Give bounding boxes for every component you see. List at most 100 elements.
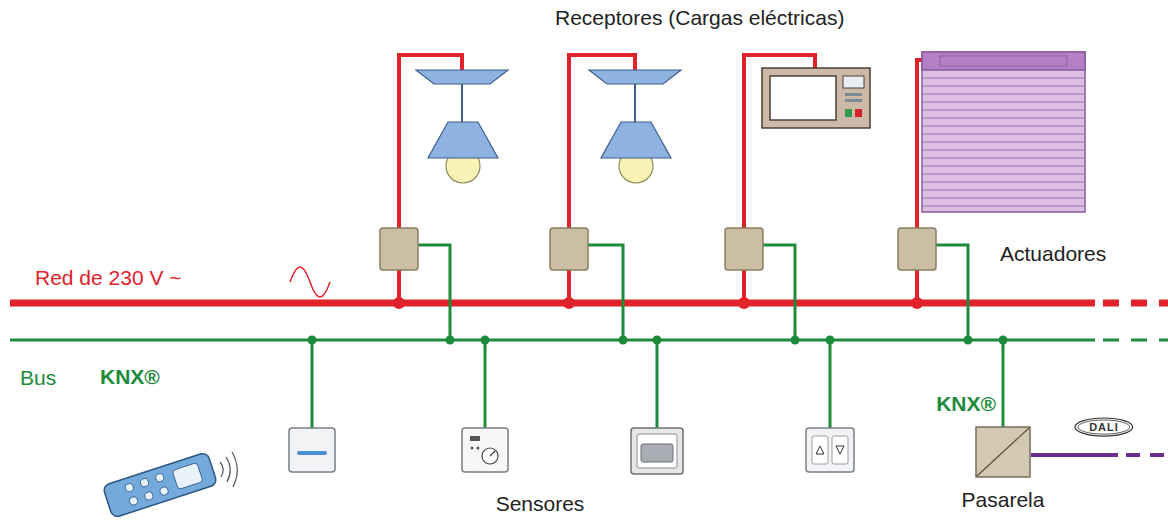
thermostat-mark [471, 447, 474, 450]
shutter-curtain [922, 52, 1085, 212]
sensor-frame [289, 428, 335, 472]
remote-body [102, 452, 217, 518]
bus-line-continuation [1103, 339, 1168, 342]
dali-line-continuation [1126, 453, 1168, 457]
junction-dot [446, 336, 455, 345]
lamp-shade [428, 122, 498, 158]
line-label: Bus [20, 366, 56, 390]
shutter-slat [923, 110, 1084, 111]
shutter-slat [923, 102, 1084, 103]
up-triangle [816, 446, 824, 454]
switch-rocker [832, 436, 848, 464]
shutter-slats [923, 78, 1084, 206]
down-triangle [836, 446, 844, 454]
microwave-body [762, 68, 870, 128]
logo-text: KNX® [100, 365, 160, 389]
shutter-slat [923, 150, 1084, 151]
shutter-slat [923, 182, 1084, 183]
actuator-box [550, 228, 588, 270]
remote-button [124, 483, 134, 493]
junction-dot [653, 336, 662, 345]
load-wires [399, 55, 924, 303]
remote-control [102, 452, 217, 518]
microwave-display [843, 76, 864, 88]
thermostat-display [470, 436, 480, 441]
microwave-control [845, 93, 862, 96]
bus-wire [311, 340, 314, 428]
junction-dot [826, 336, 835, 345]
junction-dot [393, 297, 405, 309]
shutter-box-detail [940, 56, 1067, 66]
actuator-box [380, 228, 418, 270]
sensor-frame [631, 428, 683, 474]
bus-wire [484, 340, 487, 428]
logo-ellipse-inner [1078, 420, 1130, 434]
ac-symbol [290, 267, 330, 297]
switch-rocker [812, 436, 828, 464]
blind-switch-sensor [806, 428, 854, 472]
junction-dot [481, 336, 490, 345]
thermostat-dial [482, 448, 498, 464]
gateway-diagonal [977, 428, 1029, 476]
microwave-window [770, 76, 836, 120]
wave [232, 452, 237, 487]
microwave-button [855, 109, 862, 117]
remote-button [159, 486, 169, 496]
group-heading: Receptores (Cargas eléctricas) [555, 6, 844, 30]
sensor-frame [462, 428, 508, 472]
dali-line [1031, 453, 1118, 457]
lamp-stem [461, 84, 463, 122]
remote-buttons [124, 462, 203, 506]
shutter-slat [923, 118, 1084, 119]
wave [220, 462, 223, 477]
actuator-bus-wires [418, 245, 968, 340]
gateway-shape [975, 426, 1031, 478]
dali-logo: DALI [1074, 417, 1134, 437]
junction-dot [619, 336, 628, 345]
group-heading: Sensores [496, 492, 585, 516]
push-button-sensor [289, 428, 335, 472]
microwave-button [845, 109, 852, 117]
ceiling-lamp [416, 70, 508, 183]
gateway-box: Pasarela [962, 426, 1045, 511]
sensor-inner [637, 434, 677, 468]
presence-sensor [631, 428, 683, 474]
junction-dot [911, 297, 923, 309]
shutter-slat [923, 134, 1084, 135]
line-label: Red de 230 V ~ [35, 266, 182, 290]
gateway-body [976, 427, 1030, 477]
bus-wire [588, 245, 623, 340]
shutter-slat [923, 190, 1084, 191]
node-label: Pasarela [962, 488, 1045, 511]
infrared-waves [220, 452, 237, 487]
bus-wire [829, 340, 832, 428]
actuator-boxes [380, 228, 936, 270]
bus-line [10, 339, 1095, 342]
group-heading: Actuadores [1000, 242, 1106, 266]
mains-line [10, 300, 1095, 307]
bus-wire [1002, 340, 1005, 428]
sensor-led-bar [297, 451, 327, 455]
logo-text: KNX® [936, 392, 996, 416]
junction-dot [738, 297, 750, 309]
thermostat-sensor [462, 428, 508, 472]
sensor-frame [806, 428, 854, 472]
shutter-slat [923, 158, 1084, 159]
shutter-slat [923, 94, 1084, 95]
logo-text: DALI [1089, 421, 1119, 433]
bus-wire [418, 245, 450, 340]
shutter-slat [923, 78, 1084, 79]
shutter-slat [923, 206, 1084, 207]
roller-shutter [922, 52, 1085, 212]
actuator-box [725, 228, 763, 270]
lamp-shade [601, 122, 671, 158]
microwave [762, 68, 870, 128]
remote-button [129, 496, 139, 506]
mains-line-continuation [1103, 300, 1168, 307]
lamp-stem [634, 84, 636, 122]
wave [226, 457, 230, 482]
remote-pad [172, 463, 203, 490]
junction-dot [563, 297, 575, 309]
logo-ellipse [1075, 418, 1133, 436]
